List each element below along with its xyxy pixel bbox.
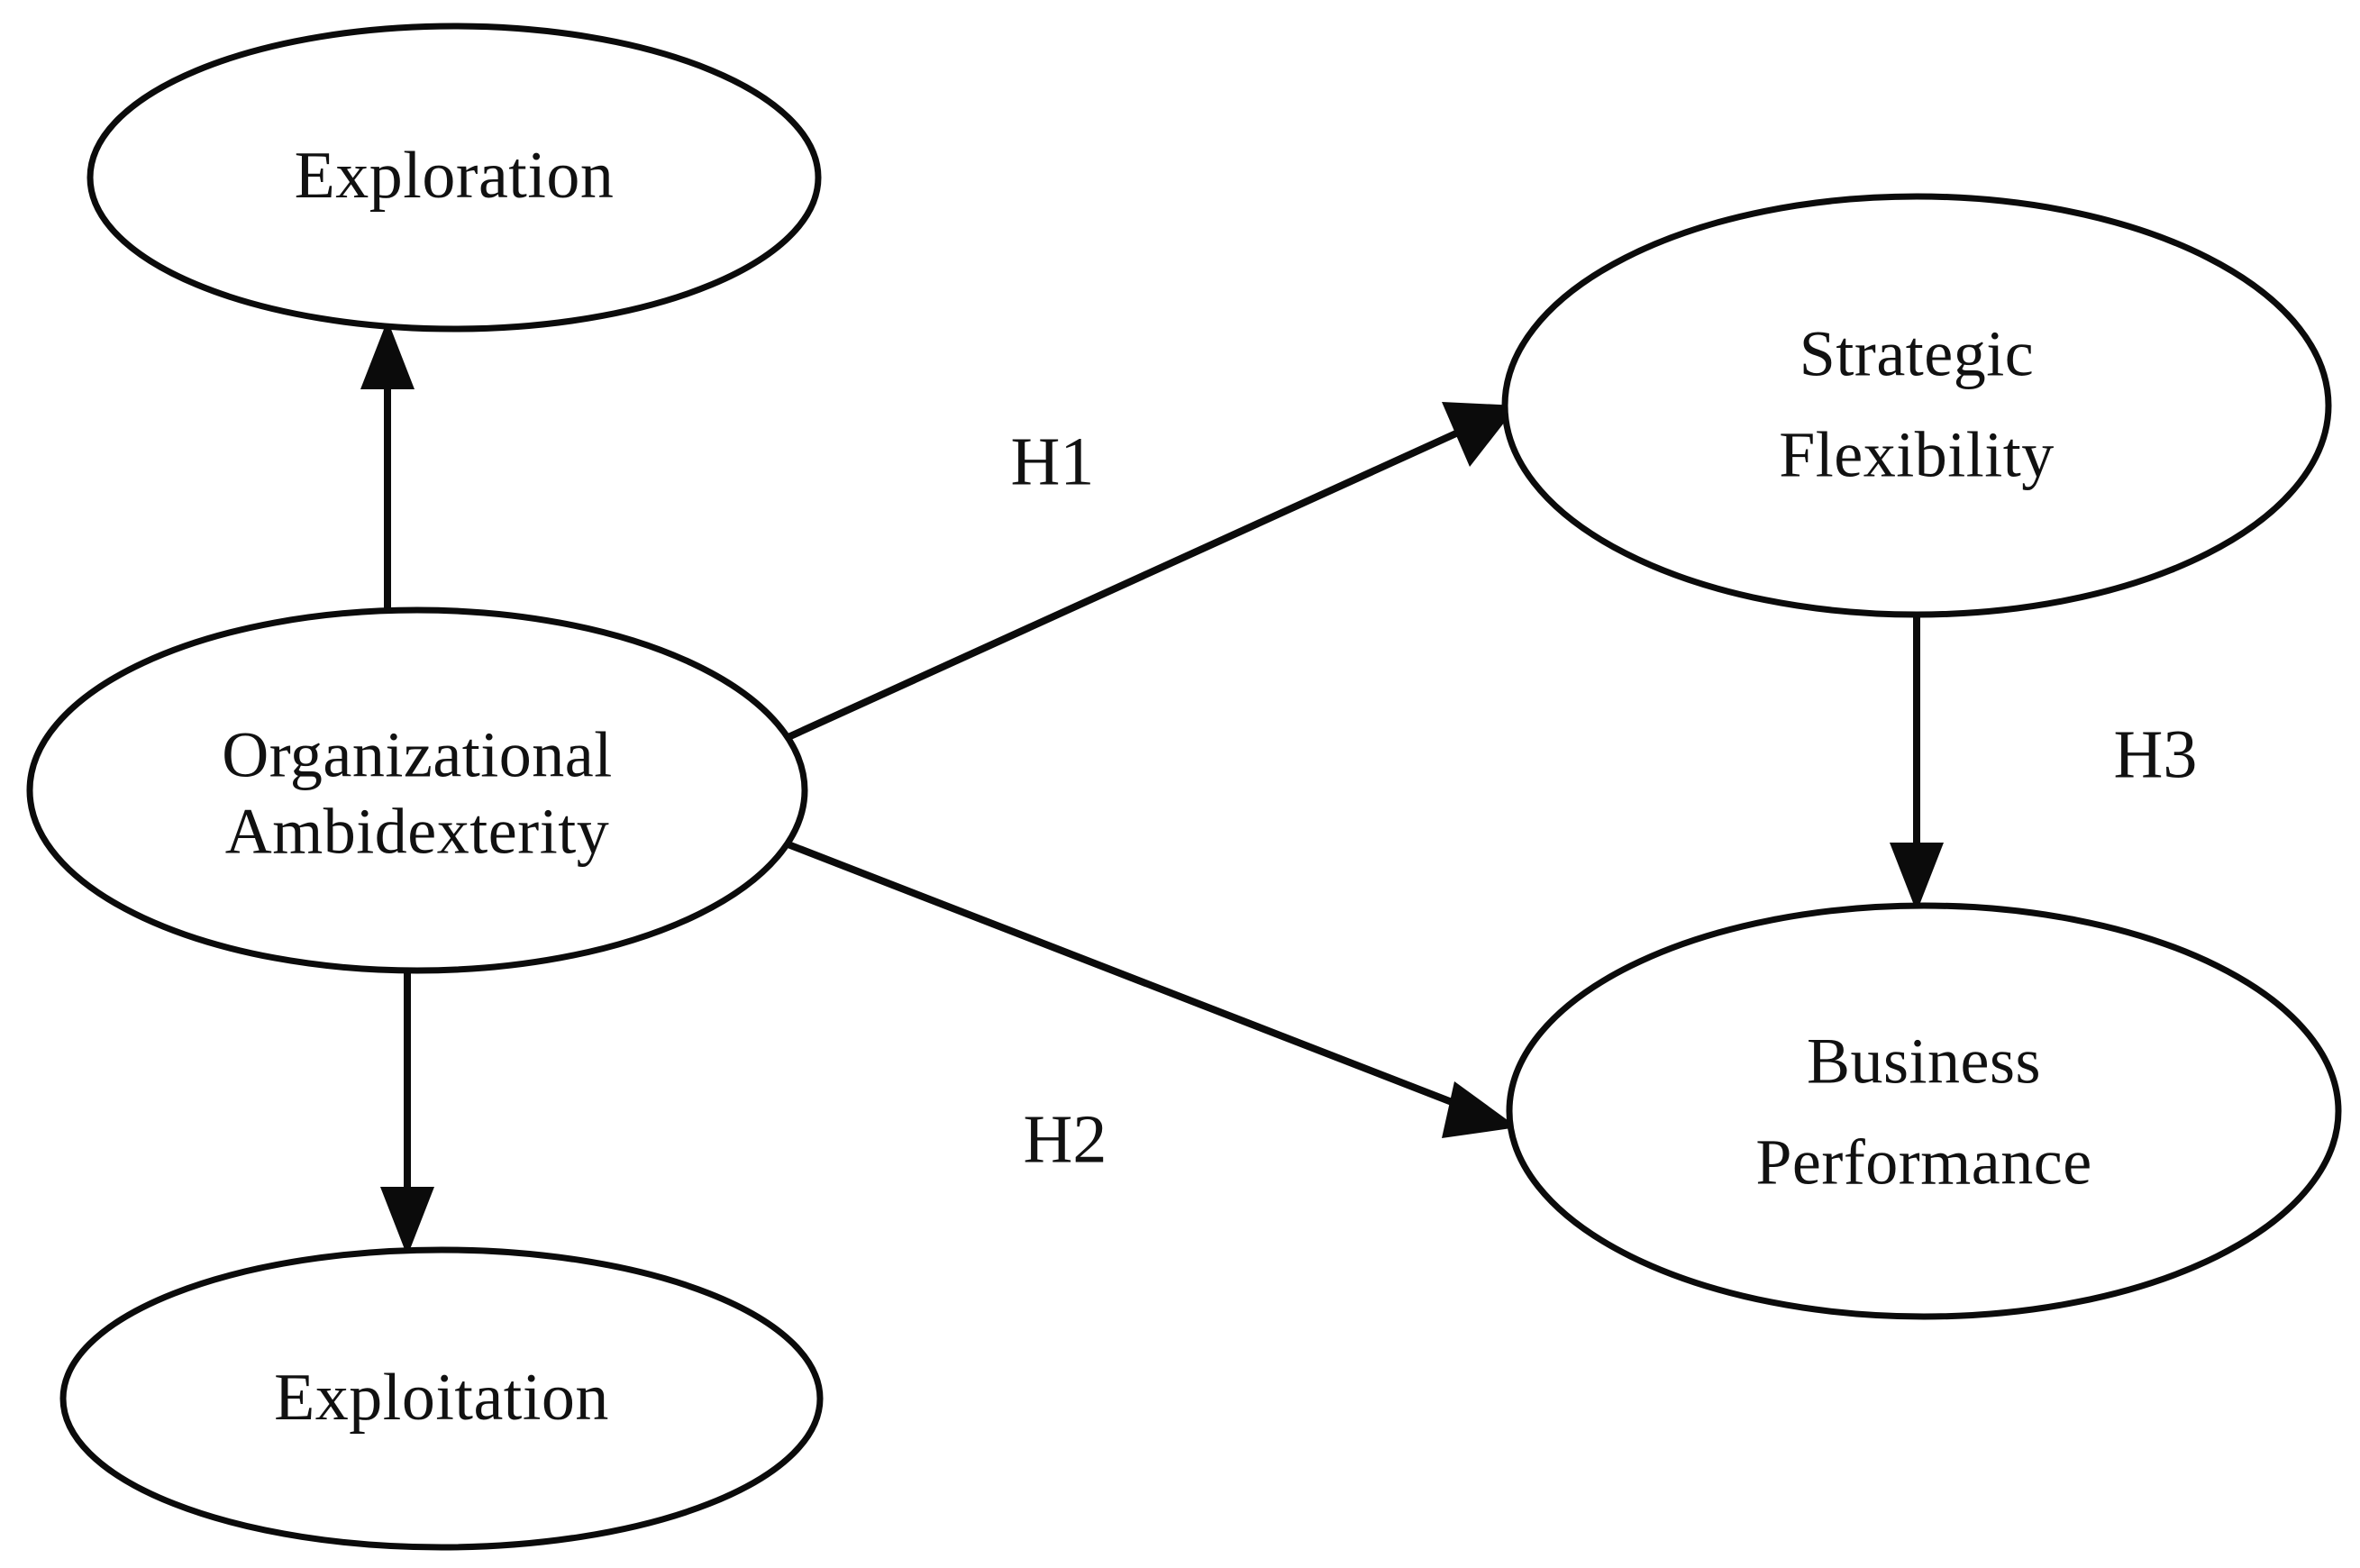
arrowhead-up-icon [360,320,415,389]
arrowhead-up-right-icon [1442,402,1517,467]
edge-label-h1: H1 [1011,424,1095,499]
node-organizational-ambidexterity-shape[interactable] [26,606,808,974]
arrowhead-down-icon-2 [1890,843,1944,912]
edge-oa-to-exploration [360,320,415,609]
edge-oa-to-business-performance [784,840,1517,1138]
arrowhead-down-icon [380,1187,434,1256]
edge-oa-to-exploitation [380,967,434,1256]
node-exploitation-shape[interactable] [59,1246,824,1551]
node-exploration[interactable]: Exploration [87,23,822,333]
node-exploitation-label: Exploitation [274,1361,609,1435]
node-strategic-flexibility-shape[interactable] [1501,193,2332,618]
edge-line-h1 [779,420,1480,744]
node-organizational-ambidexterity-label-line2: Ambidexterity [225,796,609,868]
edge-label-h2: H2 [1024,1101,1107,1177]
node-organizational-ambidexterity-label-line1: Organizational [222,719,613,791]
node-business-performance-shape[interactable] [1506,902,2342,1320]
arrowhead-down-right-icon [1442,1081,1517,1138]
node-exploitation[interactable]: Exploitation [59,1246,824,1551]
edge-sf-to-business-performance [1890,609,1944,912]
node-business-performance-label-line2: Performance [1755,1126,2091,1199]
node-strategic-flexibility-label-line1: Strategic [1800,318,2034,390]
node-business-performance[interactable]: Business Performance [1506,902,2342,1320]
node-business-performance-label-line1: Business [1807,1026,2041,1098]
edge-label-h3: H3 [2114,716,2198,792]
node-exploration-shape[interactable] [87,23,822,333]
edge-line-h2 [784,840,1477,1115]
node-exploration-label: Exploration [295,139,615,213]
node-strategic-flexibility-label-line2: Flexibility [1779,419,2055,491]
node-strategic-flexibility[interactable]: Strategic Flexibility [1501,193,2332,618]
edge-oa-to-strategic-flexibility [779,402,1517,744]
node-organizational-ambidexterity[interactable]: Organizational Ambidexterity [26,606,808,974]
